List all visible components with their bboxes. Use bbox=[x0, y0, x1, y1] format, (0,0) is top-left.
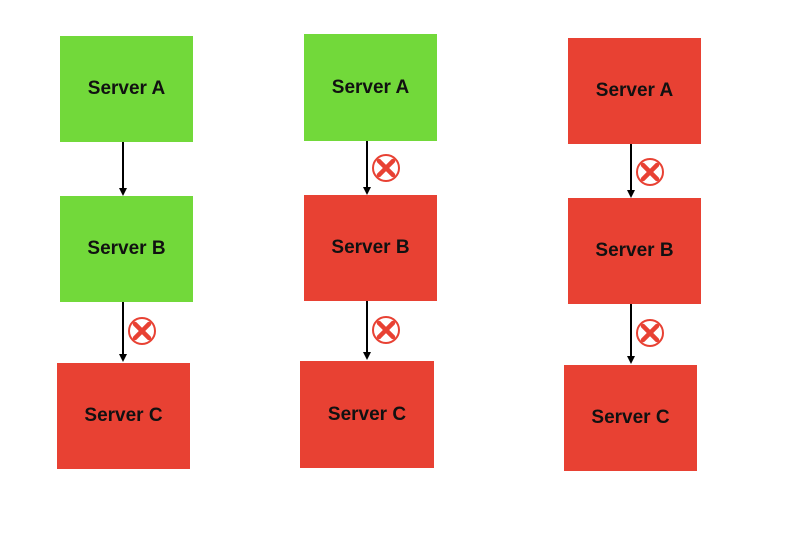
scenario-1-link-b-c-fail-icon bbox=[127, 316, 157, 346]
server-label: Server C bbox=[591, 407, 670, 428]
scenario-2-server-c: Server C bbox=[300, 361, 434, 468]
scenario-2-server-a: Server A bbox=[304, 34, 437, 141]
server-label: Server B bbox=[595, 240, 674, 261]
scenario-3-server-b: Server B bbox=[568, 198, 701, 304]
server-label: Server A bbox=[331, 76, 410, 98]
scenario-1-server-a: Server A bbox=[60, 36, 193, 142]
server-label: Server A bbox=[595, 80, 674, 101]
scenario-3-link-a-b-fail-icon bbox=[635, 157, 665, 187]
server-label: Server B bbox=[87, 238, 166, 259]
scenario-2-link-a-b-fail-icon bbox=[371, 153, 401, 183]
scenario-3-link-b-c-fail-icon bbox=[635, 318, 665, 348]
server-label: Server A bbox=[87, 78, 166, 99]
scenario-1-server-c: Server C bbox=[57, 363, 190, 469]
scenario-3-server-c: Server C bbox=[564, 365, 697, 471]
server-label: Server C bbox=[84, 405, 163, 426]
server-label: Server C bbox=[327, 403, 407, 425]
server-label: Server B bbox=[331, 237, 410, 258]
scenario-2-server-b: Server B bbox=[304, 195, 437, 301]
scenario-2-link-b-c-fail-icon bbox=[371, 315, 401, 345]
scenario-3-server-a: Server A bbox=[568, 38, 701, 144]
scenario-1-server-b: Server B bbox=[60, 196, 193, 302]
